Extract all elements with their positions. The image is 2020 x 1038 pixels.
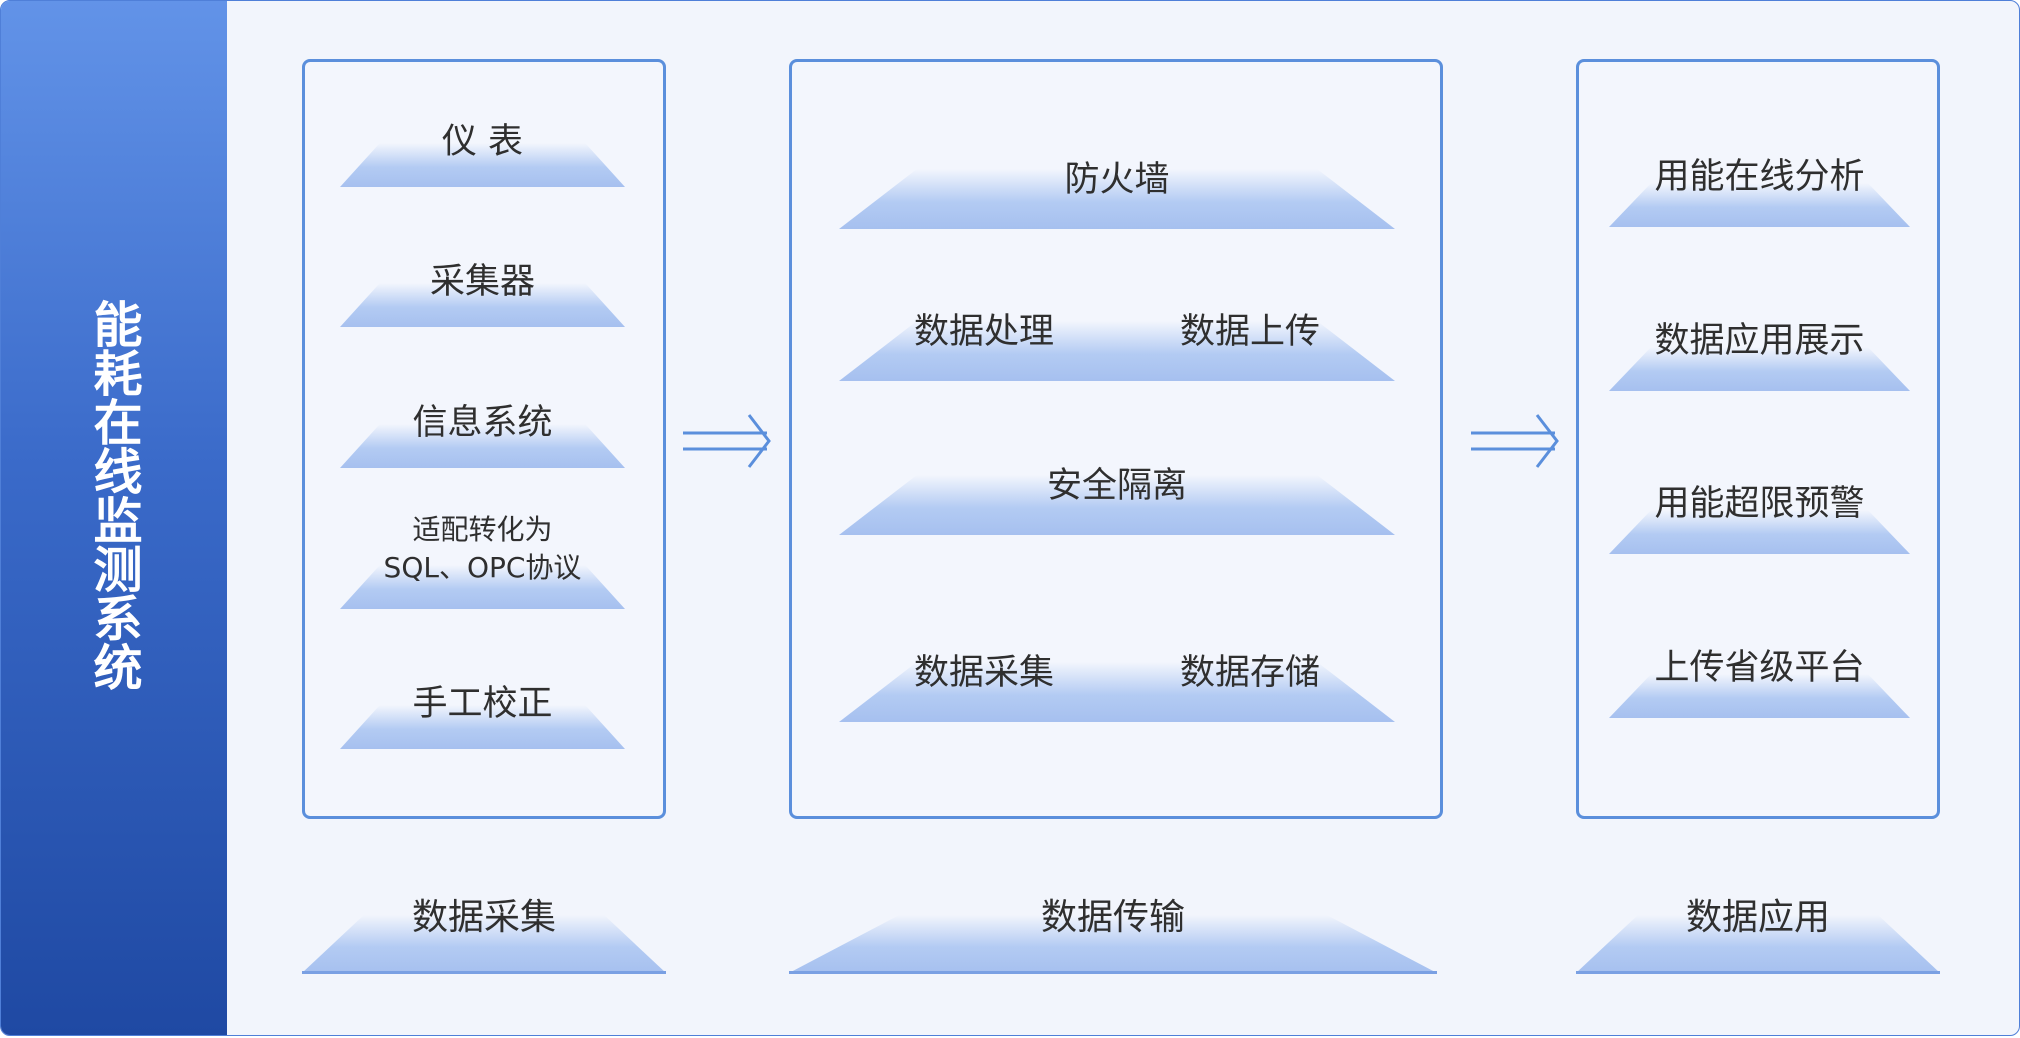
footer-label: 数据应用	[1685, 897, 1830, 938]
trapezoid-shape	[1609, 510, 1910, 554]
apply-item-label: 数据应用展示	[1654, 321, 1865, 361]
trapezoid-shape	[839, 169, 1395, 229]
apply-item-warning: 用能超限预警	[1609, 478, 1910, 554]
trapezoid-shape	[340, 705, 625, 749]
apply-item-label: 上传省级平台	[1654, 648, 1865, 688]
transfer-item-process-upload: 数据处理 数据上传	[839, 303, 1395, 381]
trapezoid-shape	[340, 424, 625, 468]
transfer-item-isolation: 安全隔离	[839, 457, 1395, 535]
collection-label: 数据采集	[914, 653, 1055, 693]
apply-item-label: 用能在线分析	[1654, 157, 1865, 197]
process-upload-labels: 数据处理 数据上传	[839, 311, 1395, 353]
double-arrow-icon	[1471, 414, 1559, 468]
collect-item-label: 适配转化为	[412, 513, 553, 546]
trapezoid-shape	[340, 143, 625, 187]
apply-item-upload-province: 上传省级平台	[1609, 642, 1910, 718]
footer-label: 数据采集	[411, 897, 556, 938]
processing-label: 数据处理	[914, 312, 1055, 352]
title-char: 在	[85, 397, 143, 446]
title-char: 耗	[85, 348, 143, 397]
double-arrow-icon	[683, 414, 771, 468]
collect-item-collector: 采集器	[340, 253, 625, 327]
firewall-label: 防火墙	[1064, 160, 1170, 200]
sidebar: 能 耗 在 线 监 测 系 统	[1, 1, 227, 1035]
trapezoid-shape	[1609, 183, 1910, 227]
title-char: 监	[85, 495, 143, 544]
collect-item-info-system: 信息系统	[340, 394, 625, 468]
system-title: 能 耗 在 线 监 测 系 统	[1, 299, 227, 691]
trapezoid-shape	[1576, 915, 1940, 973]
trapezoid-shape	[839, 662, 1395, 722]
transfer-item-firewall: 防火墙	[839, 151, 1395, 229]
apply-item-analysis: 用能在线分析	[1609, 151, 1910, 227]
footer-label: 数据传输	[1040, 897, 1185, 938]
title-char: 测	[85, 544, 143, 593]
title-char: 统	[85, 642, 143, 691]
title-char: 系	[85, 593, 143, 642]
transfer-item-collect-store: 数据采集 数据存储	[839, 644, 1395, 722]
storage-label: 数据存储	[1179, 653, 1320, 693]
footer-application: 数据应用	[1576, 891, 1940, 973]
collect-item-manual: 手工校正	[340, 675, 625, 749]
title-char: 能	[85, 299, 143, 348]
collect-item-label: 仪 表	[441, 122, 524, 162]
collect-item-label: 采集器	[429, 262, 535, 302]
trapezoid-shape	[839, 321, 1395, 381]
collect-item-label: 信息系统	[412, 403, 553, 443]
footer-transfer: 数据传输	[789, 891, 1437, 973]
trapezoid-shape	[340, 283, 625, 327]
collect-item-meter: 仪 表	[340, 113, 625, 187]
trapezoid-shape	[839, 475, 1395, 535]
footer-baseline	[789, 971, 1437, 974]
title-char: 线	[85, 446, 143, 495]
collect-store-labels: 数据采集 数据存储	[839, 652, 1395, 694]
footer-baseline	[302, 971, 666, 974]
footer-baseline	[1576, 971, 1940, 974]
trapezoid-shape	[1609, 347, 1910, 391]
trapezoid-shape	[302, 915, 666, 973]
upload-label: 数据上传	[1179, 312, 1320, 352]
collect-item-label: 手工校正	[412, 684, 553, 724]
trapezoid-shape	[1609, 674, 1910, 718]
collect-item-protocol: 适配转化为 SQL、OPC协议	[340, 507, 625, 609]
isolation-label: 安全隔离	[1046, 466, 1187, 506]
apply-item-label: 用能超限预警	[1654, 484, 1865, 524]
trapezoid-shape	[789, 915, 1437, 973]
collect-item-label: SQL、OPC协议	[383, 551, 582, 584]
trapezoid-shape	[340, 565, 625, 609]
footer-collection: 数据采集	[302, 891, 666, 973]
apply-item-display: 数据应用展示	[1609, 315, 1910, 391]
